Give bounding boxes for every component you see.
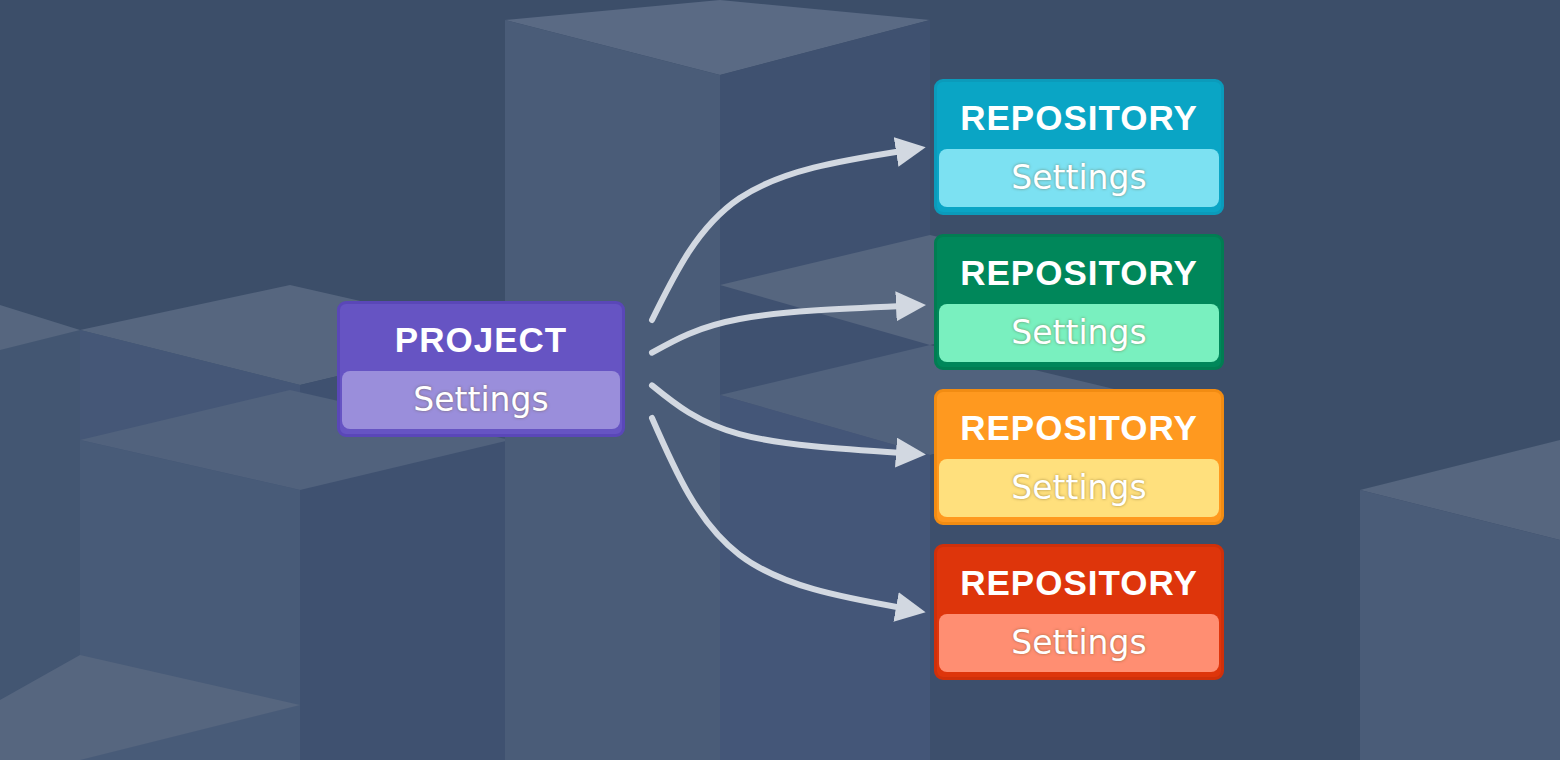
arrow-connector <box>652 306 902 353</box>
box-heading: REPOSITORY <box>937 547 1221 614</box>
settings-panel: Settings <box>939 459 1219 517</box>
repository-box: REPOSITORYSettings <box>934 79 1224 215</box>
settings-panel: Settings <box>939 304 1219 362</box>
project-box: PROJECTSettings <box>337 301 625 437</box>
box-heading: REPOSITORY <box>937 237 1221 304</box>
arrow-connector <box>652 418 902 608</box>
repository-box: REPOSITORYSettings <box>934 544 1224 680</box>
repository-box: REPOSITORYSettings <box>934 389 1224 525</box>
box-heading: REPOSITORY <box>937 82 1221 149</box>
settings-panel: Settings <box>939 149 1219 207</box>
settings-panel: Settings <box>939 614 1219 672</box>
box-heading: REPOSITORY <box>937 392 1221 459</box>
box-heading: PROJECT <box>340 304 622 371</box>
arrow-connector <box>652 151 902 320</box>
arrow-connector <box>652 385 902 453</box>
repository-box: REPOSITORYSettings <box>934 234 1224 370</box>
settings-panel: Settings <box>342 371 620 429</box>
